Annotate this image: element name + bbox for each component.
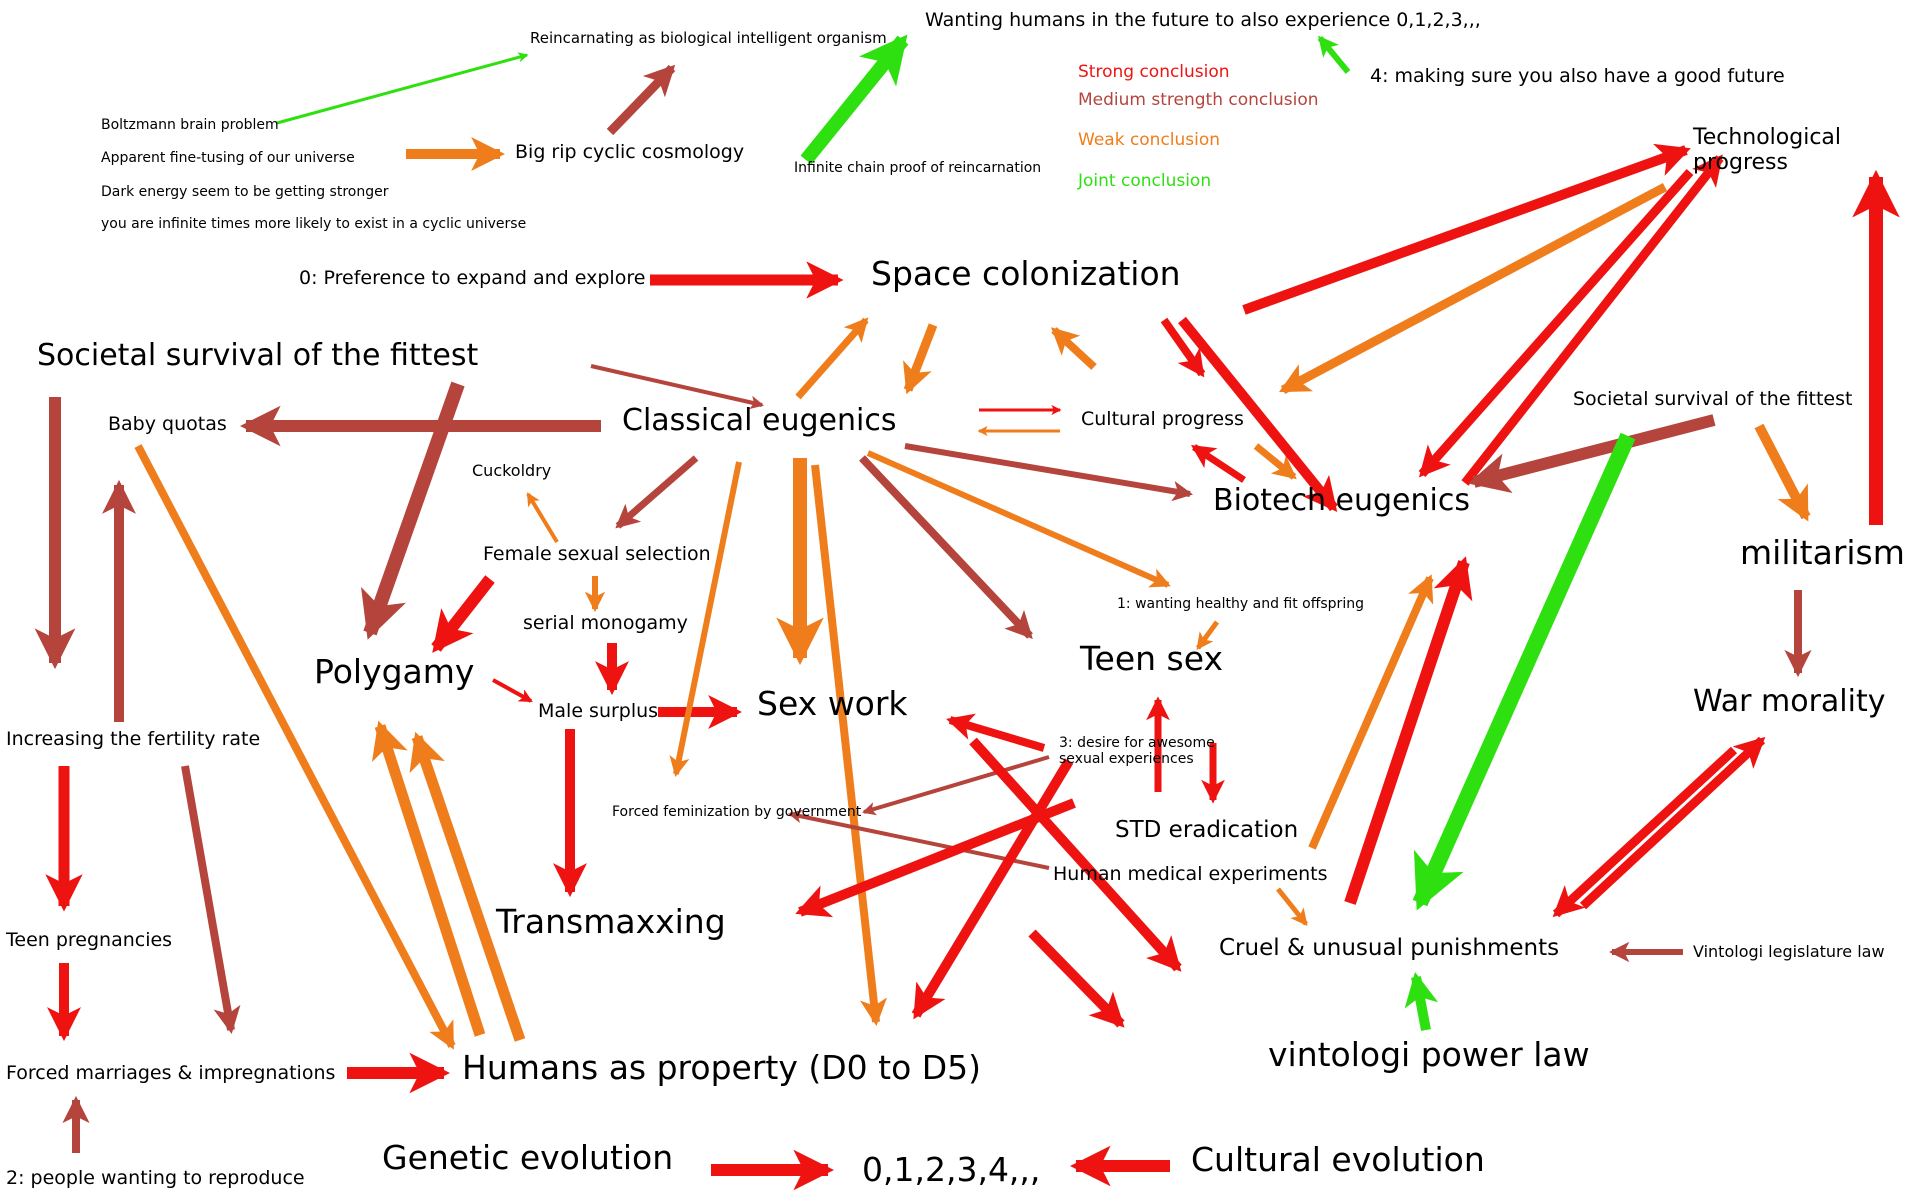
edge-humansproperty-to-polygamy-1 (371, 720, 486, 1037)
edge-vintologipower-to-cruel (1404, 971, 1439, 1031)
edge-classical-to-spacecol (795, 317, 869, 400)
edge-classical-to-teensex (859, 455, 1033, 639)
edge-classical-to-femalesexsel (615, 455, 699, 529)
edge-teensexarea-to-humansproperty (911, 758, 1074, 1020)
edge-spacecol-to-culturalprogress (1160, 317, 1206, 378)
edge-societalright-to-biotech (1468, 414, 1716, 494)
edge-warmorality-to-cruel (1552, 746, 1738, 918)
edge-spacecol-to-biotech (1178, 316, 1338, 512)
edge-societalright-to-cruel (1412, 432, 1636, 911)
edge-bigrip-to-reincarnating (606, 64, 676, 136)
edge-femalesexsel-to-polygamy (431, 575, 495, 653)
edge-spacecol-to-classical (903, 323, 938, 395)
edge-makingsure-to-wanting (1317, 35, 1351, 74)
edge-culturalprogress-to-spacecol (1051, 327, 1097, 370)
edge-cruelarea-to-biotech (1344, 556, 1473, 905)
edge-classical-to-humansproperty (811, 464, 888, 1027)
edge-tech-to-biotech (1418, 169, 1694, 478)
edge-culturalprogress-to-biotech (1253, 443, 1297, 480)
edge-sexwork-to-cruel (969, 737, 1182, 972)
edge-humanmedical-to-cruel (1276, 887, 1308, 926)
edge-tech-to-culturalprogress (1278, 183, 1668, 394)
edge-spacecol-to-tech (1242, 143, 1691, 315)
edge-polygamy-to-malesurplus (492, 678, 533, 703)
edge-humansproperty-to-polygamy-2 (409, 731, 526, 1042)
edge-femalesexsel-to-cuckoldry (526, 492, 559, 544)
edge-boltzmann-to-reincarnating (276, 52, 529, 125)
edge-classical-to-wantinghealthy (866, 450, 1171, 588)
edge-desire-to-sexwork (946, 713, 1046, 752)
edge-infinitechain-to-wanting (800, 34, 909, 165)
edge-biotech-to-culturalprogress (1191, 444, 1246, 483)
edge-classical-to-forcedfem (669, 461, 742, 777)
edge-std-to-vintologipower (1028, 929, 1125, 1028)
edge-societalleft-to-classical (590, 364, 764, 410)
edge-societalright-to-militarism (1754, 423, 1811, 522)
edge-babyquotas-to-humansproperty (134, 444, 456, 1050)
edge-fertility-to-forcedmarriages (181, 765, 241, 1035)
edge-std-to-biotech (1308, 574, 1434, 850)
edge-desire-to-forcedfem (862, 755, 1050, 816)
edge-cruel-to-warmorality (1579, 736, 1766, 910)
edge-classical-to-biotech (904, 443, 1194, 502)
edge-biotech-to-tech (1461, 154, 1724, 486)
edge-wantinghealthy-to-teensex (1195, 620, 1220, 651)
